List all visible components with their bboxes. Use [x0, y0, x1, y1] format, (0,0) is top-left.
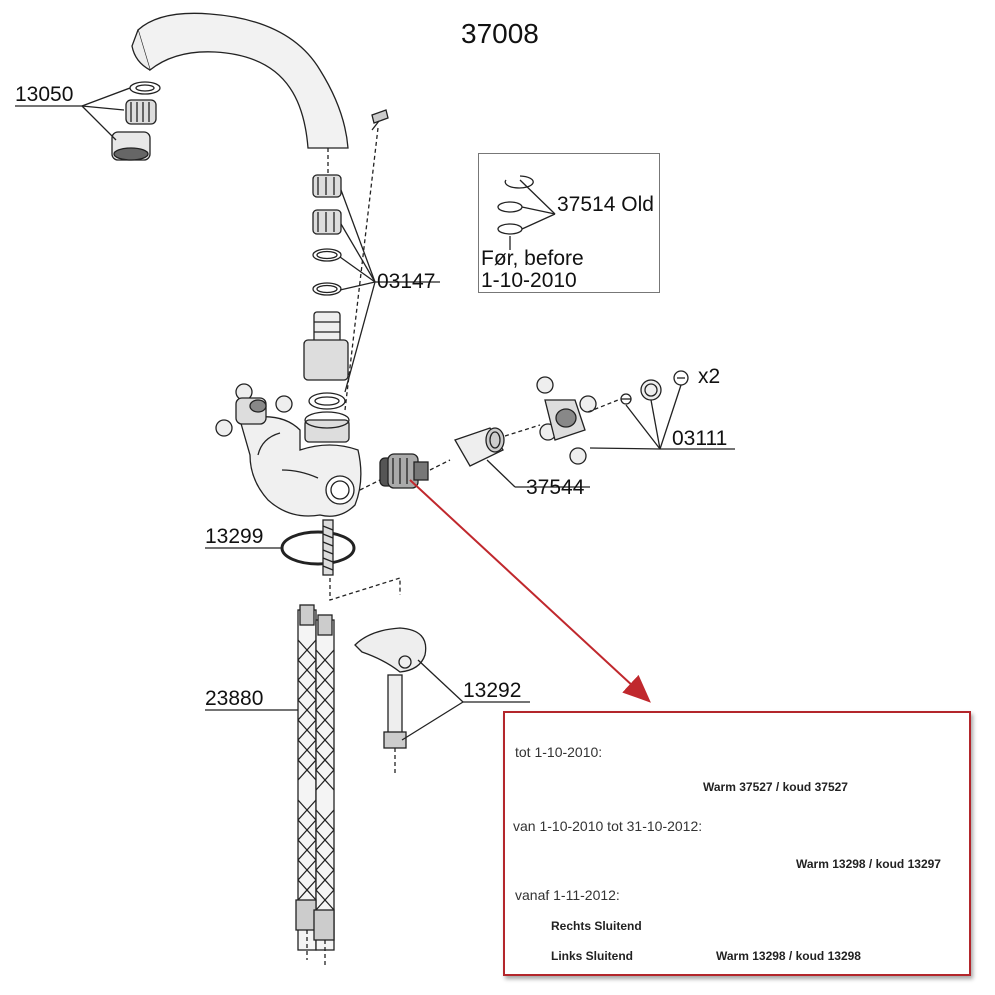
label-mount-kit: 13292	[463, 679, 522, 702]
left-handle	[215, 383, 293, 437]
aerator-parts	[111, 81, 161, 161]
hoses	[295, 604, 335, 965]
label-old-note-line2: 1-10-2010	[481, 269, 577, 292]
label-old-clip-seals: 37514 Old	[557, 193, 654, 216]
mounting-plate	[354, 627, 427, 775]
base-oring	[280, 530, 356, 566]
diagram-title: 37008	[461, 18, 539, 49]
cartridge	[379, 453, 429, 489]
label-aerator: 13050	[15, 83, 74, 106]
spout-seal-stack	[303, 174, 349, 410]
screw	[371, 109, 389, 131]
label-base-oring: 13299	[205, 525, 264, 548]
cartridge-info-panel	[503, 711, 971, 976]
threaded-rod	[322, 519, 334, 576]
panel-row2-caption: Warm 13298 / koud 13297	[796, 857, 941, 871]
label-spout-seals: 03147	[377, 270, 436, 293]
label-hoses: 23880	[205, 687, 264, 710]
mixer-body	[239, 411, 362, 517]
panel-row1-caption: Warm 37527 / koud 37527	[703, 780, 848, 794]
label-cartridge-cap: 37544	[526, 476, 585, 499]
legend-rechts-sluitend: Rechts Sluitend	[551, 919, 642, 933]
leader-arrow	[409, 479, 651, 703]
panel-row3-label: vanaf 1-11-2012:	[515, 887, 620, 903]
label-handle-parts: 03111	[672, 427, 728, 450]
panel-row2-label: van 1-10-2010 tot 31-10-2012:	[513, 818, 703, 834]
label-handle-qty: x2	[698, 365, 721, 388]
label-old-note-line1: Før, before	[481, 247, 584, 270]
inset-parts	[497, 175, 556, 250]
right-handle	[536, 376, 597, 465]
spout	[131, 12, 349, 149]
old-parts-inset	[478, 153, 660, 293]
cartridge-cap	[454, 427, 505, 467]
panel-row3-caption: Warm 13298 / koud 13298	[716, 949, 861, 963]
handle-screw-parts	[620, 370, 689, 405]
legend-links-sluitend: Links Sluitend	[551, 949, 634, 963]
panel-row1-label: tot 1-10-2010:	[515, 744, 603, 760]
